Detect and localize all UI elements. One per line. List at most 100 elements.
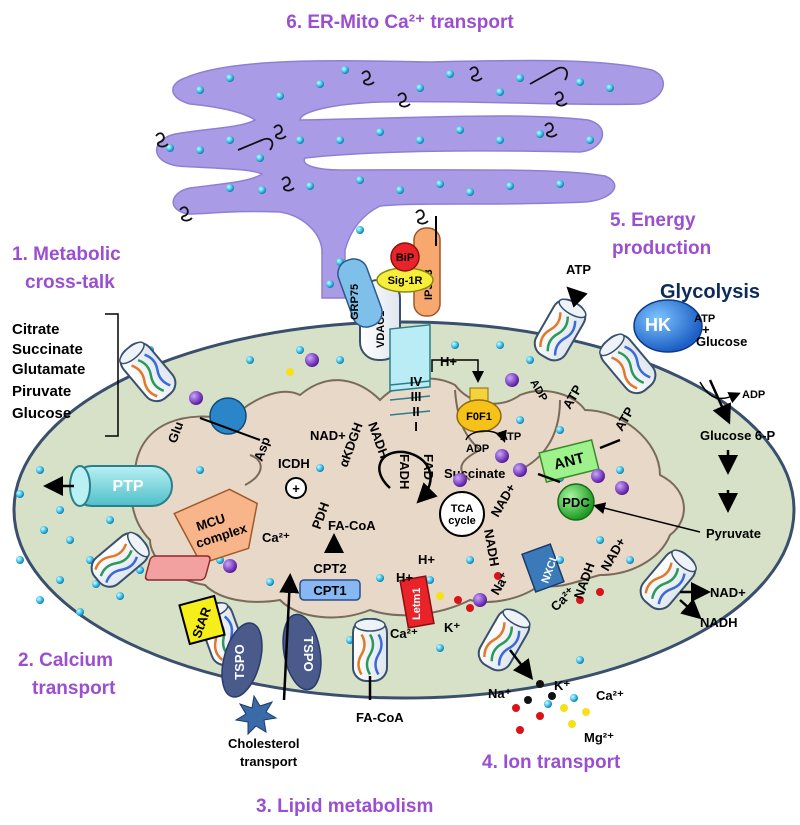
ca-ion <box>576 656 584 664</box>
cpt1-label: CPT1 <box>313 583 346 598</box>
pdc-label: PDC <box>562 495 590 510</box>
h-plus-left-label: H+ <box>396 570 413 585</box>
section-title-metabolic-2: cross-talk <box>25 272 115 293</box>
tspo-label-1: TSPO <box>232 644 247 679</box>
mg-out-label: Mg²⁺ <box>584 730 614 745</box>
ca-ion <box>526 356 534 364</box>
ca-ion <box>76 608 84 616</box>
lipid-group: CPT2 CPT1 FA-CoA StAR TSPO TSPO Choleste… <box>144 533 404 769</box>
potassium-magnesium-ions <box>286 368 604 734</box>
tca-cycle <box>439 491 485 537</box>
potassium-ion <box>536 680 544 688</box>
ca-ion <box>436 644 444 652</box>
purple-ion <box>223 559 237 573</box>
transporter-channel-calcium <box>90 531 150 588</box>
sodium-ion <box>536 712 544 720</box>
section-title-er-mito: 6. ER-Mito Ca²⁺ transport <box>286 12 514 33</box>
ca-ion <box>496 341 504 349</box>
ca-ion <box>56 576 64 584</box>
purple-ion <box>189 391 203 405</box>
ca-ion <box>596 536 604 544</box>
k-letm1-label: K⁺ <box>444 620 460 635</box>
transporter-channel-energy <box>599 333 657 395</box>
h-plus-right-label: H+ <box>418 552 435 567</box>
er-ca-ion <box>196 146 204 154</box>
glycolysis-label: Glycolysis <box>660 281 760 303</box>
er-ca-ion <box>576 78 584 86</box>
potassium-ion <box>524 696 532 704</box>
grp75-label: GRP75 <box>349 284 361 320</box>
er-ca-ion <box>436 180 444 188</box>
ptp-group: PTP <box>43 465 173 507</box>
ca-ion <box>556 556 564 564</box>
fa-coa-matrix-label: FA-CoA <box>328 518 376 533</box>
ca-ion <box>616 466 624 474</box>
ca-ion <box>296 346 304 354</box>
endoplasmic-reticulum <box>155 59 664 299</box>
ant-label: ANT <box>552 450 586 474</box>
section-title-metabolic-1: 1. Metabolic <box>12 244 121 265</box>
magnesium-ion <box>560 704 568 712</box>
ca-ion <box>451 341 459 349</box>
section-title-calcium-2: transport <box>32 678 116 699</box>
ca-ion <box>570 694 578 702</box>
sodium-ion <box>596 588 604 596</box>
er-ca-ion <box>376 128 384 136</box>
er-ca-ion <box>226 136 234 144</box>
pyruvate-label: Pyruvate <box>706 526 761 541</box>
plus-hk-label: + <box>702 322 710 337</box>
bip-protein <box>390 242 420 272</box>
er-ca-ion <box>316 80 324 88</box>
ca-ion <box>376 574 384 582</box>
ca-ion <box>246 356 254 364</box>
er-ca-ion <box>516 74 524 82</box>
er-ca-ion <box>296 136 304 144</box>
f0f1-synthase: F0F1 ADP ATP <box>456 387 521 455</box>
f0f1-label: F0F1 <box>466 411 492 423</box>
sig1r-label: Sig-1R <box>388 275 423 287</box>
glu-label: Glu <box>165 419 187 445</box>
ca-out-label: Ca²⁺ <box>596 688 624 703</box>
ca-ion <box>36 466 44 474</box>
hk-label: HK <box>645 315 671 335</box>
er-ca-ion <box>416 84 424 92</box>
cholesterol-label-2: transport <box>240 754 298 769</box>
fa-coa-out-label: FA-CoA <box>356 710 404 725</box>
purple-ion <box>453 473 467 487</box>
tca-label-1: TCA <box>451 503 474 515</box>
potassium-ion <box>548 692 556 700</box>
nad-plus-label: NAD+ <box>310 428 346 443</box>
ca-ion <box>196 466 204 474</box>
letm1-label: Letm1 <box>411 588 423 620</box>
na-out-label: Na⁺ <box>488 686 512 701</box>
purple-ion <box>505 373 519 387</box>
er-ca-ion <box>606 84 614 92</box>
metabolite-bracket <box>105 313 119 437</box>
er-ca-ion <box>356 226 364 234</box>
er-ca-ion <box>586 136 594 144</box>
plus-circle <box>285 477 307 499</box>
fadh-label: FADH <box>397 454 412 489</box>
er-ca-ion <box>496 136 504 144</box>
ca-ion <box>266 578 274 586</box>
transporter-channel-fa-coa <box>352 618 388 682</box>
complex-iii-label: III <box>411 389 422 404</box>
er-ca-ion <box>226 74 234 82</box>
plus-circle-label: + <box>292 481 300 496</box>
section-title-lipid: 3. Lipid metabolism <box>256 796 433 817</box>
section-title-energy-2: production <box>612 238 711 259</box>
ca-ion <box>106 516 114 524</box>
purple-ion <box>495 449 509 463</box>
complex-i-label: I <box>414 419 418 434</box>
glucose-label: Glucose <box>696 334 747 349</box>
ca-ion <box>516 416 524 424</box>
er-ca-ion <box>456 126 464 134</box>
section-title-ion: 4. Ion transport <box>482 752 621 773</box>
metabolite-glutamate: Glutamate <box>12 361 85 378</box>
ca-ion <box>66 536 74 544</box>
sodium-ion <box>494 572 502 580</box>
er-ca-ion <box>306 182 314 190</box>
ca-ion <box>336 356 344 364</box>
ca-ion <box>466 556 474 564</box>
ion-transport-labels: K⁺ Ca²⁺ Na⁺ Mg²⁺ <box>488 649 624 745</box>
